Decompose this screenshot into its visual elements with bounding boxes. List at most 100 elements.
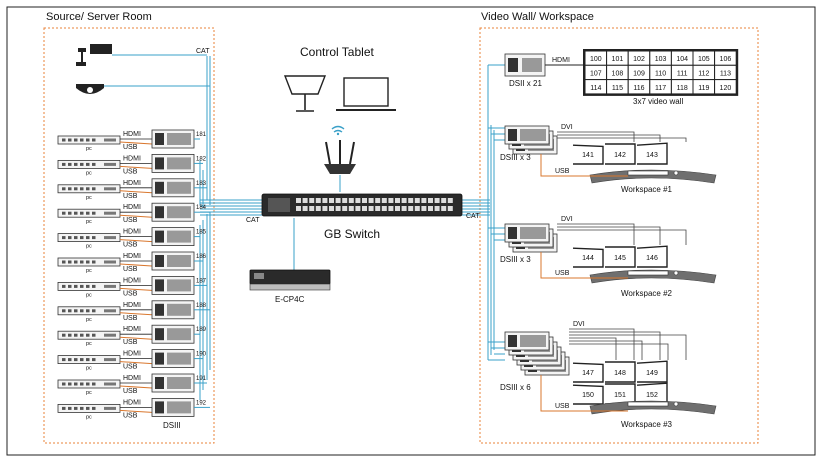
workspace-monitor: 148 <box>605 361 636 383</box>
switch-port <box>302 206 308 211</box>
dsiii-unit-icon <box>151 397 195 417</box>
usb-label: USB <box>555 168 570 175</box>
usb-label: USB <box>123 339 138 346</box>
hdmi-label: HDMI <box>123 302 141 309</box>
switch-port <box>362 198 367 203</box>
dsiii-unit-icon <box>504 331 550 351</box>
usb-label: USB <box>123 168 138 175</box>
pc-label: pc <box>86 390 92 396</box>
workspace-monitor: 151 <box>605 383 636 405</box>
usb-label: USB <box>555 270 570 277</box>
hdmi-label: HDMI <box>123 204 141 211</box>
video-wall-cell-label: 120 <box>720 85 732 92</box>
workspace-monitor: 143 <box>636 142 668 165</box>
monitor-label: 152 <box>646 392 658 399</box>
switch-port <box>447 198 453 203</box>
pc-server-icon <box>57 184 121 194</box>
switch-port <box>395 206 400 211</box>
video-wall-cell-label: 117 <box>655 85 666 92</box>
mouse-icon <box>673 270 679 276</box>
hdmi-label: HDMI <box>123 375 141 382</box>
control-tablet-label: Control Tablet <box>300 45 374 59</box>
usb-label: USB <box>123 193 138 200</box>
source-id-label: 183 <box>196 181 207 187</box>
source-id-label: 184 <box>196 205 207 211</box>
monitor-label: 142 <box>614 152 626 159</box>
switch-port <box>414 198 420 203</box>
source-id-label: 192 <box>196 400 207 406</box>
monitor-label: 149 <box>646 370 658 377</box>
hdmi-wall-label: HDMI <box>552 57 570 64</box>
switch-port <box>355 206 361 211</box>
dsiii-unit-icon <box>151 349 195 369</box>
switch-port <box>395 198 400 203</box>
monitor-label: 147 <box>582 370 594 377</box>
switch-port <box>447 206 453 211</box>
pc-server-icon <box>57 330 121 340</box>
dsiii-count-label: DSIII x 3 <box>500 255 531 264</box>
source-id-label: 182 <box>196 156 207 162</box>
switch-port <box>401 198 407 203</box>
switch-port <box>408 198 414 203</box>
dsiii-count-label: DSIII x 6 <box>500 383 531 392</box>
monitor-label: 151 <box>614 392 626 399</box>
monitor-label: 146 <box>646 255 658 262</box>
video-wall-cell-label: 115 <box>612 85 623 92</box>
gb-switch-label: GB Switch <box>324 227 380 241</box>
pc-label: pc <box>86 219 92 225</box>
video-wall-cell-label: 108 <box>612 70 624 77</box>
workspace-name: Workspace #2 <box>621 289 673 298</box>
dsiii-unit-icon <box>151 324 195 344</box>
switch-port <box>421 206 427 211</box>
dsiii-unit-icon <box>151 129 195 149</box>
usb-label: USB <box>123 217 138 224</box>
video-wall-cell-label: 105 <box>698 56 710 63</box>
pc-server-icon <box>57 233 121 243</box>
pc-server-icon <box>57 403 121 413</box>
switch-port <box>434 206 440 211</box>
switch-port <box>388 198 394 203</box>
pc-label: pc <box>86 317 92 323</box>
usb-label: USB <box>123 144 138 151</box>
hdmi-label: HDMI <box>123 326 141 333</box>
dome-camera-icon <box>76 84 210 94</box>
hdmi-label: HDMI <box>123 131 141 138</box>
desk-shape <box>589 169 717 184</box>
pc-label: pc <box>86 244 92 250</box>
switch-port <box>348 198 354 203</box>
source-row: pc HDMI USB 182 <box>57 153 207 176</box>
video-wall-cell-label: 114 <box>590 85 601 92</box>
usb-label: USB <box>123 290 138 297</box>
workspace-name: Workspace #3 <box>621 420 673 429</box>
source-id-label: 187 <box>196 278 207 284</box>
keyboard-icon <box>627 401 669 407</box>
video-wall-cell-label: 102 <box>633 56 645 63</box>
switch-port <box>428 206 433 211</box>
pc-label: pc <box>86 170 92 176</box>
video-wall-cell-label: 118 <box>677 85 688 92</box>
video-wall-border <box>583 49 739 96</box>
dsiii-unit-icon <box>151 373 195 393</box>
pc-server-icon <box>57 355 121 365</box>
pc-server-icon <box>57 135 121 145</box>
switch-port <box>434 198 440 203</box>
pc-server-icon <box>57 159 121 169</box>
monitor-label: 148 <box>614 370 626 377</box>
hdmi-label: HDMI <box>123 155 141 162</box>
touch-panel-icon <box>283 75 327 112</box>
switch-port <box>348 206 354 211</box>
dsiii-unit-icon <box>151 300 195 320</box>
video-wall-cell-label: 107 <box>590 70 602 77</box>
switch-port <box>375 198 381 203</box>
switch-port <box>421 198 427 203</box>
switch-port <box>342 198 348 203</box>
